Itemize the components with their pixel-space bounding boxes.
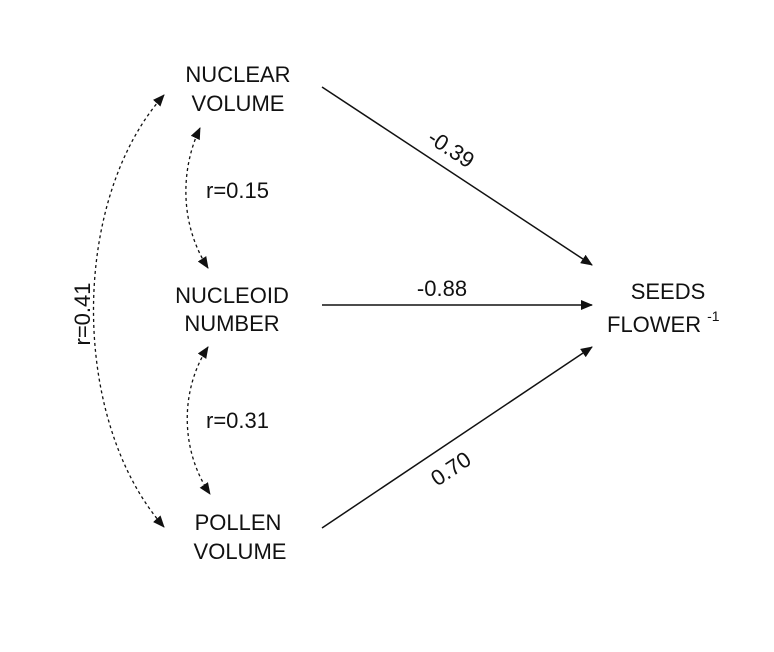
node-label-line1: NUCLEAR — [185, 62, 290, 87]
node-pollen-volume: POLLEN VOLUME — [194, 510, 287, 564]
node-label-line1: NUCLEOID — [175, 283, 289, 308]
path-coefficient-nucleoid-number: -0.88 — [417, 276, 467, 301]
node-label-line2: NUMBER — [184, 311, 279, 336]
correlation-arrow-nuclear-nucleoid — [185, 127, 209, 269]
correlation-label-nuclear-nucleoid: r=0.15 — [206, 178, 269, 203]
path-coefficient-nuclear-volume: -0.39 — [423, 124, 479, 172]
node-label-flower: FLOWER — [607, 312, 701, 337]
node-label-line2: FLOWER -1 — [607, 308, 720, 337]
node-label-line1: SEEDS — [631, 279, 706, 304]
node-label-line1: POLLEN — [195, 510, 282, 535]
correlation-arrow-nuclear-pollen — [92, 94, 165, 528]
node-label-superscript: -1 — [707, 308, 720, 324]
correlation-label-nucleoid-pollen: r=0.31 — [206, 408, 269, 433]
node-seeds-per-flower: SEEDS FLOWER -1 — [607, 279, 720, 337]
correlation-label-nuclear-pollen: r=0.41 — [70, 283, 95, 346]
path-arrow-nuclear-volume — [321, 86, 593, 266]
node-label-line2: VOLUME — [194, 539, 287, 564]
node-nucleoid-number: NUCLEOID NUMBER — [175, 283, 289, 336]
node-nuclear-volume: NUCLEAR VOLUME — [185, 62, 290, 116]
path-arrow-pollen-volume — [321, 346, 593, 529]
node-label-line2: VOLUME — [192, 91, 285, 116]
